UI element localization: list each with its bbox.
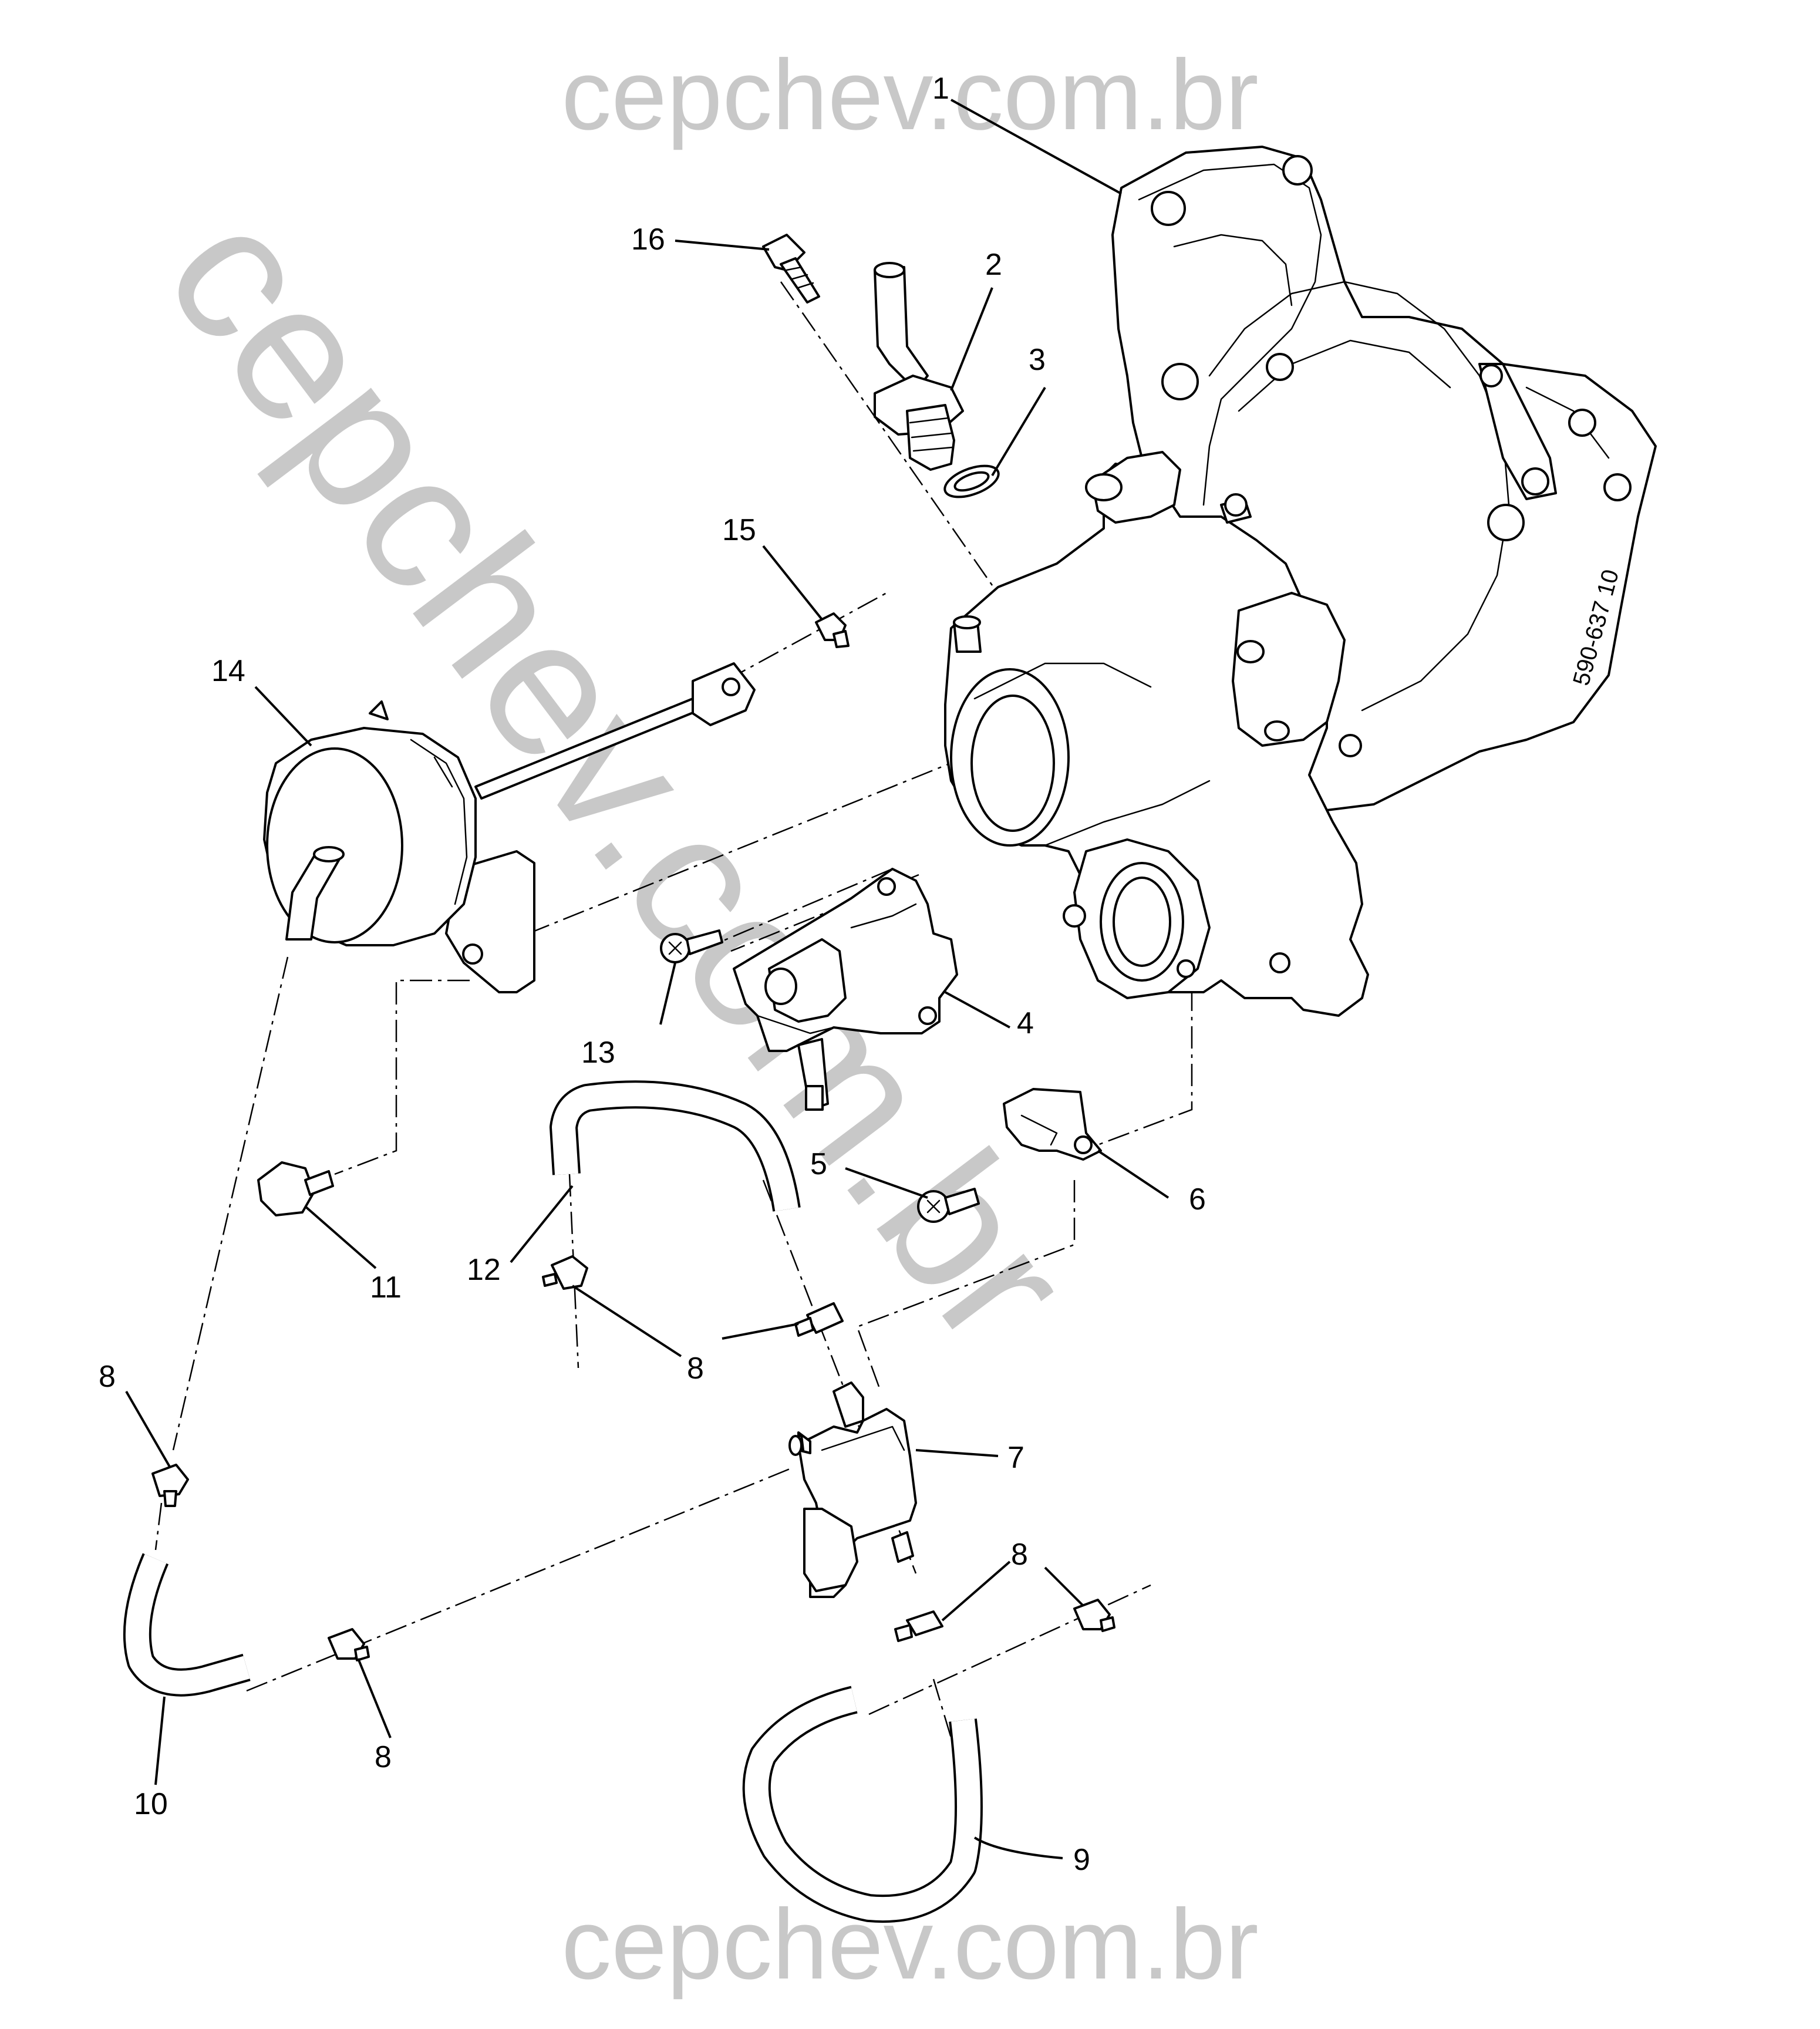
part-7-solenoid — [788, 1381, 917, 1598]
part-8-clip-a — [542, 1255, 588, 1290]
callout-15: 15 — [722, 513, 756, 547]
callout-12: 12 — [467, 1253, 501, 1287]
part-3-seal — [943, 464, 1000, 498]
part-10-hose — [123, 1553, 251, 1697]
part-15-clip — [815, 612, 850, 648]
part-6-bracket — [1003, 1088, 1102, 1161]
callout-8-d: 8 — [1011, 1538, 1028, 1572]
part-8-clip-c — [151, 1464, 189, 1507]
callout-2: 2 — [985, 248, 1002, 282]
part-13-screw — [660, 929, 723, 963]
watermark-top: cepchev.com.br — [561, 39, 1258, 151]
part-2-fitting — [874, 262, 964, 471]
turbocharger-assembly: 590-637 10 — [944, 146, 1657, 1017]
part-14-actuator — [263, 662, 756, 993]
callout-6: 6 — [1189, 1182, 1206, 1216]
part-8-clip-b — [794, 1302, 844, 1337]
part-16-bolt — [762, 234, 820, 304]
callout-8-c: 8 — [375, 1740, 392, 1774]
callout-4: 4 — [1017, 1006, 1034, 1040]
part-9-hose — [742, 1686, 983, 1923]
callout-16: 16 — [631, 223, 665, 257]
callout-7: 7 — [1007, 1441, 1024, 1475]
callout-1: 1 — [932, 72, 949, 106]
callout-10: 10 — [134, 1787, 168, 1821]
callout-8-b: 8 — [99, 1360, 116, 1394]
part-12-hose — [550, 1080, 801, 1212]
callout-11: 11 — [370, 1270, 402, 1305]
callout-5: 5 — [810, 1147, 827, 1181]
part-4-sensor — [733, 868, 958, 1111]
part-11-bolt — [257, 1161, 334, 1216]
callout-3: 3 — [1029, 343, 1046, 377]
part-8-clip-e — [894, 1610, 943, 1642]
callout-8-a: 8 — [687, 1351, 704, 1386]
part-8-clip-f — [1073, 1599, 1115, 1632]
part-8-clip-d — [328, 1628, 370, 1661]
callout-labels: 1 2 3 4 5 6 7 8 8 8 8 9 10 11 12 13 14 1… — [99, 72, 1206, 1877]
leader-lines — [125, 99, 1169, 1859]
part-5-screw — [917, 1188, 980, 1223]
callout-14: 14 — [211, 654, 245, 688]
callout-9: 9 — [1073, 1843, 1090, 1877]
callout-13: 13 — [581, 1036, 615, 1070]
